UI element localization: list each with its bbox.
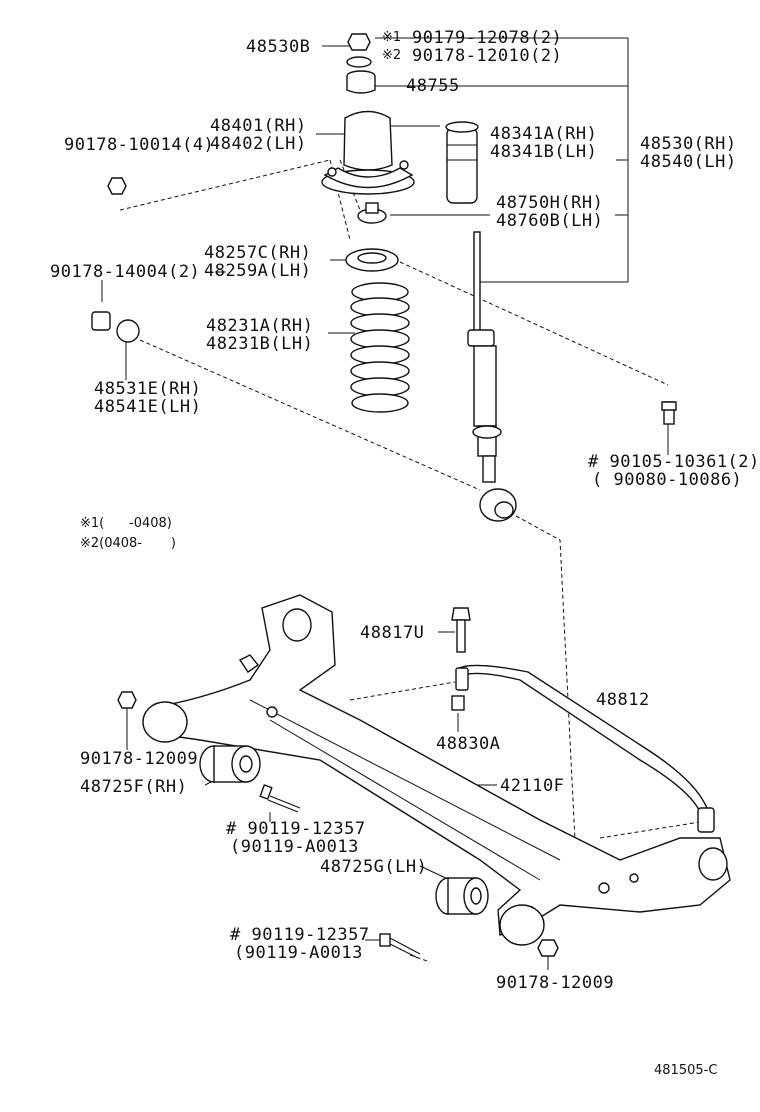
legend-note2: ※2(0408- ) (80, 536, 176, 551)
boot-48341 (445, 121, 479, 204)
label-90178-14004: 90178-14004(2) (50, 262, 200, 282)
label-48231A: 48231A(RH) (206, 316, 313, 336)
bumper-48750H (357, 202, 387, 224)
nut-90178-10014 (107, 177, 127, 195)
bolt-90119-12357-b (379, 933, 421, 959)
coil-spring-48231 (350, 282, 410, 413)
label-48725F: 48725F(RH) (80, 777, 187, 797)
label-90119-A0013-a: (90119-A0013 (230, 837, 359, 857)
dashed-guides (119, 159, 701, 963)
label-48760B: 48760B(LH) (496, 211, 603, 231)
shock-absorber (467, 231, 517, 522)
bushing-48725G (435, 877, 489, 915)
bolt-90105-10361 (661, 401, 677, 425)
label-48341A: 48341A(RH) (490, 124, 597, 144)
label-48750H: 48750H(RH) (496, 193, 603, 213)
support-48401 (321, 110, 415, 195)
bushing-48725F (199, 745, 261, 783)
label-48231B: 48231B(LH) (206, 334, 313, 354)
label-48341B: 48341B(LH) (490, 142, 597, 162)
axle-beam-42110F (142, 594, 731, 946)
label-48812: 48812 (596, 690, 650, 710)
label-90119-12357-b: # 90119-12357 (230, 925, 370, 945)
bolt-48817U (451, 607, 471, 653)
label-note2-mark: ※2 (382, 48, 401, 63)
bushing-48830A (451, 695, 465, 711)
label-48541E: 48541E(LH) (94, 397, 201, 417)
legend-note1: ※1( -0408) (80, 516, 172, 531)
label-90179-12078: 90179-12078(2) (412, 28, 562, 48)
stabilizer-bar-48812 (455, 664, 715, 833)
leader-lines (101, 37, 669, 970)
label-90178-12009-left: 90178-12009 (80, 749, 198, 769)
label-90105-10361: # 90105-10361(2) (588, 452, 760, 472)
label-48540: 48540(LH) (640, 152, 737, 172)
label-90119-12357-a: # 90119-12357 (226, 819, 366, 839)
label-note1-mark: ※1 (382, 30, 401, 45)
label-48755: 48755 (406, 76, 460, 96)
label-48725G: 48725G(LH) (320, 857, 427, 877)
diagram-id: 481505-C (654, 1063, 717, 1078)
cushion-48755 (346, 70, 376, 94)
insulator-48531E (116, 319, 140, 343)
label-42110F: 42110F (500, 776, 564, 796)
label-90080-10086: ( 90080-10086) (592, 470, 742, 490)
label-90178-12009-right: 90178-12009 (496, 973, 614, 993)
label-48530B: 48530B (246, 37, 310, 57)
label-48817U: 48817U (360, 623, 424, 643)
label-48830A: 48830A (436, 734, 500, 754)
label-90178-12010: 90178-12010(2) (412, 46, 562, 66)
nut-48530B (346, 33, 372, 68)
part-labels: 48530B ※1 90179-12078(2) ※2 90178-12010(… (50, 28, 760, 1078)
label-48531E: 48531E(RH) (94, 379, 201, 399)
label-90178-10014: 90178-10014(4) (64, 135, 214, 155)
bolt-90119-12357-a (259, 784, 301, 813)
label-48401: 48401(RH) (210, 116, 307, 136)
label-48402: 48402(LH) (210, 134, 307, 154)
label-48259A: 48259A(LH) (204, 261, 311, 281)
label-90119-A0013-b: (90119-A0013 (234, 943, 363, 963)
nut-90178-12009-left (117, 691, 137, 709)
label-48530: 48530(RH) (640, 134, 737, 154)
seat-48257C (345, 248, 399, 272)
label-48257C: 48257C(RH) (204, 243, 311, 263)
nut-90178-12009-right (537, 939, 559, 957)
spacer-90178-14004 (91, 311, 111, 331)
